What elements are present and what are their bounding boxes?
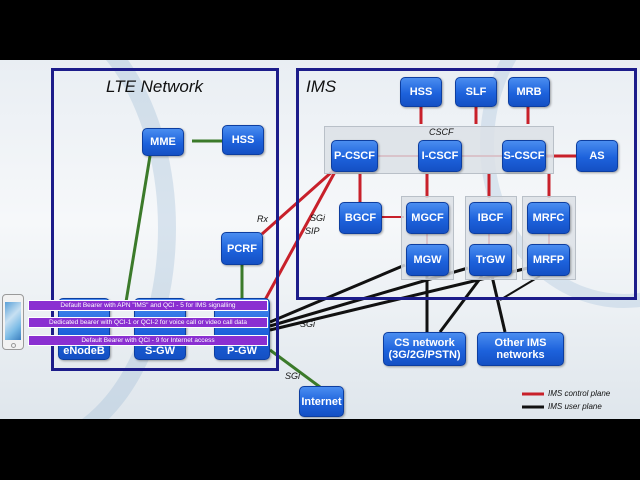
mme-node: MME <box>142 128 184 156</box>
slf-node: SLF <box>455 77 497 107</box>
cscf-label: CSCF <box>429 127 454 137</box>
other-ims-node: Other IMS networks <box>477 332 564 366</box>
scscf-node: S-CSCF <box>502 140 546 172</box>
legend-control-label: IMS control plane <box>548 389 611 398</box>
bearer-internet: Default Bearer with QCI - 9 for Internet… <box>28 335 268 346</box>
mrfp-trgw-link <box>499 275 541 301</box>
internet-node: Internet <box>299 386 344 417</box>
sgi-sip-label-1: SGi <box>310 213 326 223</box>
sgi-low-label: SGi <box>285 371 301 381</box>
legend-user-label: IMS user plane <box>548 402 602 411</box>
mgw-node: MGW <box>406 244 449 276</box>
mrfc-node: MRFC <box>527 202 570 234</box>
mgcf-node: MGCF <box>406 202 449 234</box>
mrb-node: MRB <box>508 77 550 107</box>
cs-network-line1: CS network <box>394 337 455 349</box>
phone-icon <box>2 294 24 350</box>
sgi-sip-label-2: SIP <box>305 226 320 236</box>
icscf-node: I-CSCF <box>418 140 462 172</box>
trgw-other-link <box>490 275 507 333</box>
as-node: AS <box>576 140 618 172</box>
sgw-label: S-GW <box>145 345 175 357</box>
bearer-voice-video: Dedicated bearer with QCI-1 or QCI-2 for… <box>28 317 268 328</box>
trgw-node: TrGW <box>469 244 512 276</box>
cs-network-node: CS network (3G/2G/PSTN) <box>383 332 466 366</box>
ibcf-node: IBCF <box>469 202 512 234</box>
diagram-canvas: LTE Network IMS CSCF MME HSS PCRF eNodeB… <box>0 60 640 419</box>
bgcf-node: BGCF <box>339 202 382 234</box>
lte-network-title: LTE Network <box>106 77 203 96</box>
trgw-cs-link <box>438 275 484 333</box>
hss-lte-node: HSS <box>222 125 264 155</box>
pgw-mgw-link <box>269 263 406 324</box>
lte-network-frame <box>51 68 279 371</box>
rx-label: Rx <box>257 214 268 224</box>
pgw-label: P-GW <box>227 345 257 357</box>
bearer-ims-signalling: Default Bearer with APN "IMS" and QCI - … <box>28 300 268 311</box>
enodeb-label: eNodeB <box>63 345 105 357</box>
mrfp-node: MRFP <box>527 244 570 276</box>
mme-enodeb-link <box>123 155 152 309</box>
other-ims-line2: networks <box>496 349 545 361</box>
sgi-mid-label: SGi <box>300 319 316 329</box>
pcscf-node: P-CSCF <box>331 140 378 172</box>
ims-title: IMS <box>306 77 337 96</box>
other-ims-line1: Other IMS <box>494 337 547 349</box>
hss-node: HSS <box>400 77 442 107</box>
ims-frame <box>296 68 637 300</box>
pcrf-node: PCRF <box>221 232 263 265</box>
cs-network-line2: (3G/2G/PSTN) <box>388 349 461 361</box>
